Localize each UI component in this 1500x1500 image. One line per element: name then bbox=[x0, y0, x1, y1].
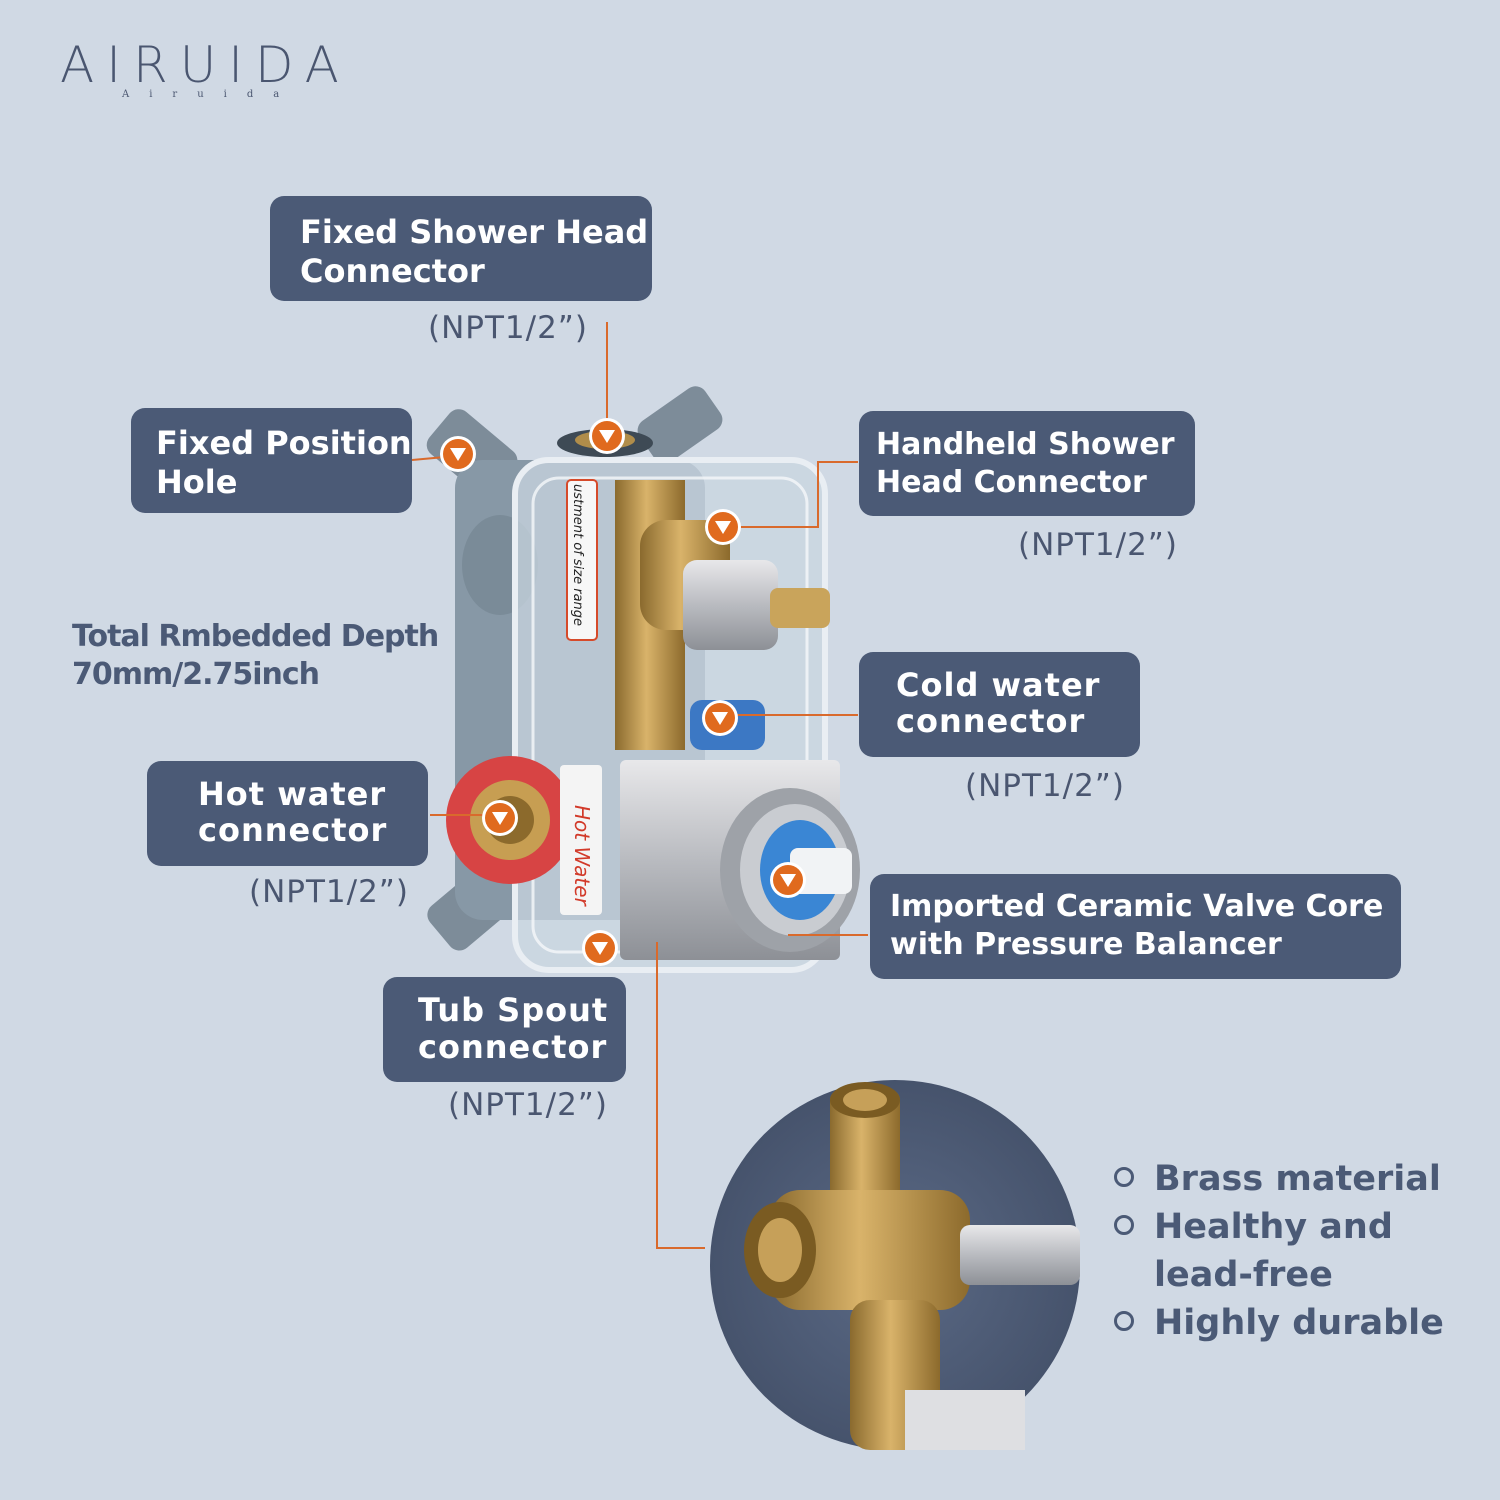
marker-hot-water-icon bbox=[482, 800, 518, 836]
callout-fixed-position-hole: Fixed Position Hole bbox=[131, 408, 412, 513]
hot-water-sticker: Hot Water bbox=[570, 805, 594, 908]
feature-item: Highly durable bbox=[1112, 1299, 1444, 1347]
circle-bullet-icon bbox=[1114, 1167, 1134, 1187]
brand-logo: AIRUIDA Airuida bbox=[60, 36, 390, 106]
feature-item: Healthy and lead-free bbox=[1112, 1203, 1404, 1299]
leader-lines bbox=[411, 322, 868, 1249]
callout-cold-water: Cold water connector bbox=[859, 652, 1140, 757]
brand-name: AIRUIDA bbox=[60, 36, 351, 94]
brand-subtitle: Airuida bbox=[122, 89, 300, 100]
marker-valve-core-icon bbox=[770, 862, 806, 898]
circle-bullet-icon bbox=[1114, 1215, 1134, 1235]
marker-cold-water-icon bbox=[702, 700, 738, 736]
callout-valve-core: Imported Ceramic Valve Core with Pressur… bbox=[870, 874, 1401, 979]
callout-fixed-shower-head: Fixed Shower Head Connector bbox=[270, 196, 652, 301]
spec-handheld-shower-head: (NPT1/2”) bbox=[1018, 527, 1178, 563]
feature-list: Brass material Healthy and lead-free Hig… bbox=[1112, 1155, 1444, 1347]
size-range-sticker: ustment of size range bbox=[570, 484, 585, 626]
embedded-depth-note: Total Rmbedded Depth 70mm/2.75inch bbox=[72, 619, 439, 692]
spec-fixed-shower-head: (NPT1/2”) bbox=[428, 310, 588, 346]
spec-cold-water: (NPT1/2”) bbox=[965, 768, 1125, 804]
marker-fixed-position-hole-icon bbox=[440, 436, 476, 472]
callout-hot-water: Hot water connector bbox=[147, 761, 428, 866]
spec-hot-water: (NPT1/2”) bbox=[249, 874, 409, 910]
feature-item: Brass material bbox=[1112, 1155, 1444, 1203]
valve-core-housing bbox=[620, 760, 860, 960]
spec-tub-spout: (NPT1/2”) bbox=[448, 1087, 608, 1123]
marker-fixed-shower-head-icon bbox=[589, 418, 625, 454]
callout-handheld-shower-head: Handheld Shower Head Connector bbox=[859, 411, 1195, 516]
marker-tub-spout-icon bbox=[582, 930, 618, 966]
brass-valve-body bbox=[615, 480, 830, 750]
marker-handheld-shower-head-icon bbox=[705, 509, 741, 545]
circle-bullet-icon bbox=[1114, 1311, 1134, 1331]
callout-tub-spout: Tub Spout connector bbox=[383, 977, 626, 1082]
brass-closeup-bubble bbox=[710, 1080, 1080, 1450]
